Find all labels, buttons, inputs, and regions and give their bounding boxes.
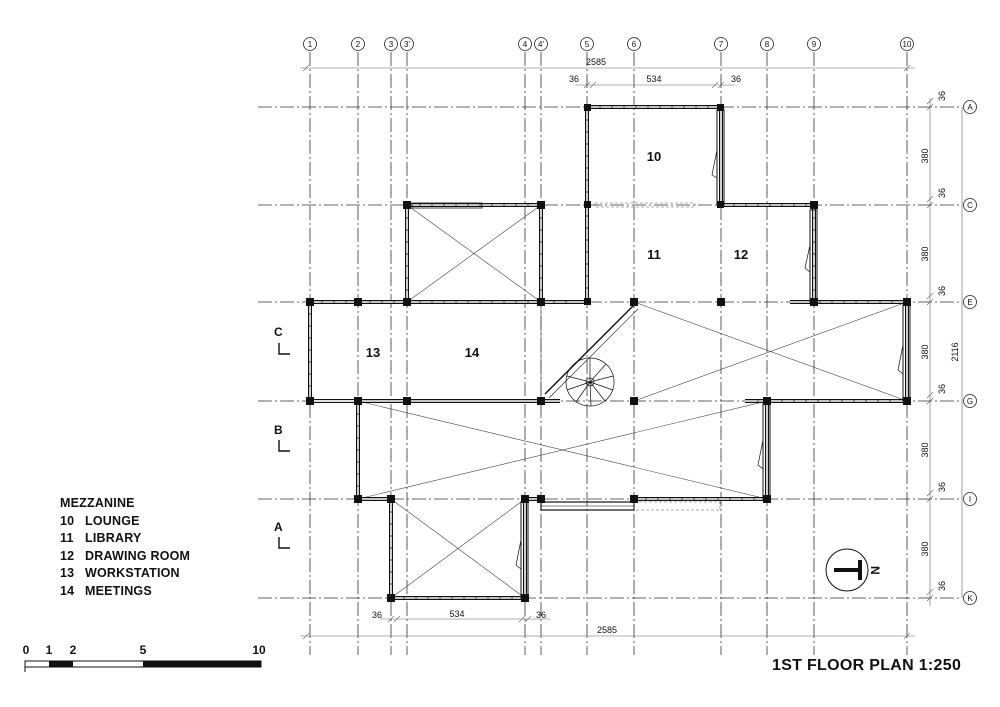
window-swings [515, 149, 904, 570]
room-label: 10 [647, 149, 661, 164]
dim-right-wall: 36 [937, 384, 947, 394]
legend-item-label: LOUNGE [85, 513, 140, 528]
section-mark-a: A [274, 520, 283, 534]
room-legend: MEZZANINE 10 LOUNGE 11 LIBRARY 12 DRAWING R… [60, 495, 190, 600]
legend-item-number: 11 [60, 531, 74, 545]
grid-col-label: 5 [585, 40, 590, 49]
room-label: 11 [647, 247, 661, 262]
grid-lines [258, 52, 962, 655]
scale-tick: 1 [46, 643, 53, 657]
legend-item-label: MEETINGS [85, 583, 152, 598]
grid-row-label: G [967, 397, 973, 406]
legend-item-number: 12 [60, 548, 75, 563]
scale-tick: 2 [70, 643, 77, 657]
legend-item-label: LIBRARY [85, 531, 142, 545]
legend-heading: MEZZANINE [60, 496, 135, 510]
legend-item: 14 MEETINGS [60, 583, 190, 601]
column-bubbles [303, 37, 914, 51]
legend-item-number: 13 [60, 566, 75, 580]
dim-top-span: 534 [646, 74, 661, 84]
legend-item: 10 LOUNGE [60, 513, 190, 531]
plan-title: 1ST FLOOR PLAN 1:250 [772, 657, 962, 674]
void-diagonals [357, 204, 908, 599]
legend-item: 13 WORKSTATION [60, 565, 190, 583]
dim-bottom-span: 534 [449, 609, 464, 619]
grid-col-label: 10 [903, 40, 912, 49]
grid-row-label: A [967, 103, 973, 112]
grid-col-label: 2 [356, 40, 361, 49]
room-label: 13 [366, 345, 380, 360]
dim-right-bay: 380 [920, 344, 930, 359]
dim-right-wall: 36 [937, 91, 947, 101]
grid-col-label: 8 [765, 40, 770, 49]
grid-col-label: 3 [389, 40, 394, 49]
dim-right-wall: 36 [937, 482, 947, 492]
grid-row-label: E [967, 298, 972, 307]
columns [306, 104, 911, 602]
dim-top-left-wall: 36 [569, 74, 579, 84]
grid-col-label: 4 [523, 40, 528, 49]
grid-col-label: 7 [719, 40, 724, 49]
grid-row-label: I [969, 495, 971, 504]
scale-tick: 0 [23, 643, 30, 657]
walls [308, 105, 911, 600]
section-marks [278, 343, 290, 549]
legend-item-label: DRAWING ROOM [85, 548, 191, 563]
legend-item: 11 LIBRARY [60, 530, 190, 548]
north-arrow-icon: N [825, 548, 882, 592]
legend-item-number: 10 [60, 513, 75, 528]
scale-bar [24, 660, 262, 672]
dimension-lines [300, 64, 963, 640]
legend-item: 12 DRAWING ROOM [60, 548, 190, 566]
dim-right-bay: 380 [920, 541, 930, 556]
grid-row-label: K [967, 594, 973, 603]
dim-right-bay: 380 [920, 246, 930, 261]
room-label: 14 [465, 345, 480, 360]
grid-col-label: 6 [632, 40, 637, 49]
dim-top-overall: 2585 [586, 57, 606, 67]
grid-col-label: 1 [308, 40, 313, 49]
dim-right-overall: 2116 [950, 342, 960, 361]
dim-bottom-overall: 2585 [597, 625, 617, 635]
section-mark-b: B [274, 423, 283, 437]
grid-col-label: 4' [538, 40, 544, 49]
dim-bottom-left-wall: 36 [372, 610, 382, 620]
legend-item-label: WORKSTATION [85, 566, 180, 580]
grid-col-label: 3' [404, 40, 410, 49]
dim-top-right-wall: 36 [731, 74, 741, 84]
legend-item-number: 14 [60, 583, 75, 598]
section-mark-c: C [274, 325, 283, 339]
scale-tick: 10 [252, 643, 266, 657]
room-label: 12 [734, 247, 748, 262]
dim-right-wall: 36 [937, 286, 947, 296]
grid-col-label: 9 [812, 40, 817, 49]
row-bubbles [963, 100, 977, 605]
scale-tick: 5 [140, 643, 147, 657]
dim-right-wall: 36 [937, 188, 947, 198]
dim-bottom-right-wall: 36 [536, 610, 546, 620]
grid-row-label: C [967, 201, 973, 210]
north-label: N [868, 566, 882, 575]
dim-right-bay: 380 [920, 442, 930, 457]
spiral-stair [544, 304, 639, 407]
dim-right-bay: 380 [920, 148, 930, 163]
dim-right-wall: 36 [937, 581, 947, 591]
